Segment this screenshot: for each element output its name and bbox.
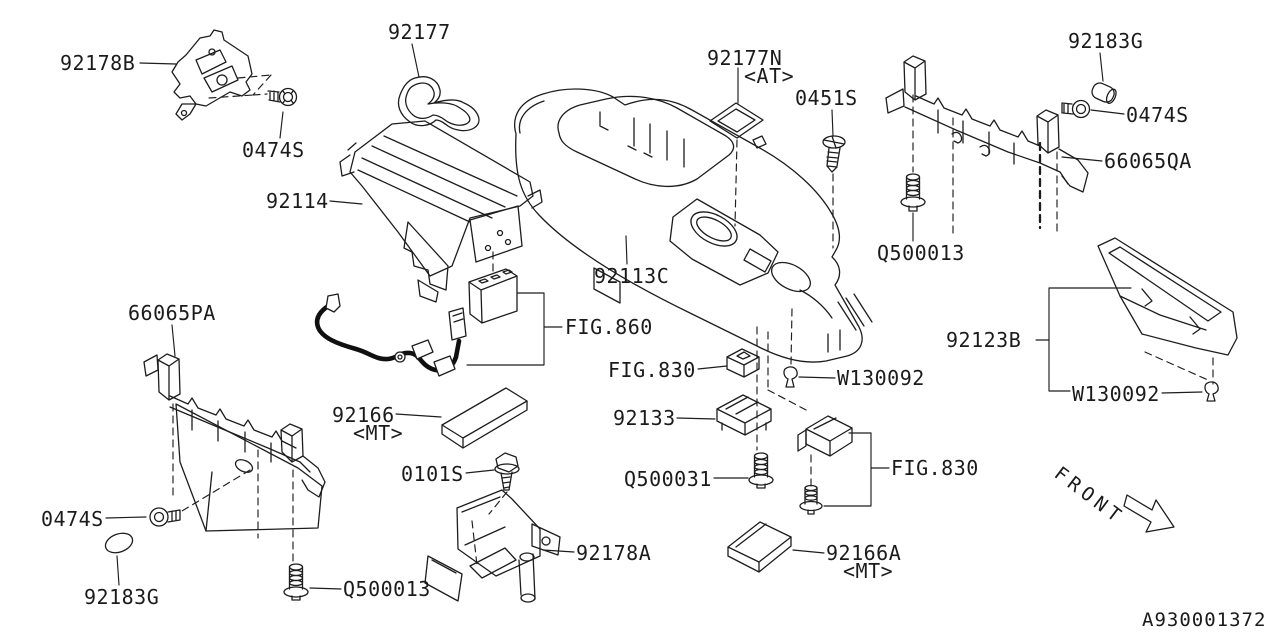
part-qualifier-92166-mt: <MT>: [353, 421, 404, 445]
fastener-label-q500013-bottom: Q500013: [343, 577, 431, 601]
console-body-92113c-drawing: [514, 88, 873, 363]
part-label-92114: 92114: [266, 189, 329, 213]
leader-lines: [105, 43, 1203, 590]
rail-66065qa-drawing: [885, 55, 1089, 193]
clip-w130092-center-drawing: [783, 366, 798, 388]
part-label-92166: 92166: [332, 403, 395, 427]
fastener-label-0474s-bottom: 0474S: [41, 507, 104, 531]
bracket-92178b-drawing: [171, 29, 253, 121]
fastener-label-0474s-right: 0474S: [1126, 103, 1189, 127]
part-label-92177: 92177: [388, 20, 451, 44]
figure-ref-fig830-lower: FIG.830: [891, 456, 979, 480]
trim-92123b-drawing: [1097, 237, 1238, 356]
part-qualifier-92177n-at: <AT>: [744, 64, 795, 88]
figure-ref-fig830-upper: FIG.830: [608, 358, 696, 382]
boot-ring-92177n-drawing: [709, 102, 764, 139]
part-label-92183g-top: 92183G: [1068, 29, 1144, 53]
part-label-92113c: 92113C: [594, 264, 670, 288]
assembly-dashed-lines: [172, 74, 1214, 566]
cap-92183g-bottom-drawing: [104, 532, 134, 554]
pad-92166-drawing: [441, 387, 528, 449]
screw-q500013-right-drawing: [900, 173, 926, 212]
clip-label-w130092-right: W130092: [1072, 382, 1160, 406]
part-label-92133: 92133: [613, 406, 676, 430]
cap-92183g-top-drawing: [1091, 82, 1117, 104]
part-label-92166a: 92166A: [826, 541, 902, 565]
diagram-doc-number: A930001372: [1142, 609, 1267, 631]
part-label-66065pa: 66065PA: [128, 301, 216, 325]
console-box-92114-drawing: [339, 120, 543, 303]
part-label-66065qa: 66065QA: [1104, 149, 1192, 173]
part-label-92178b: 92178B: [60, 51, 136, 75]
part-label-92123b: 92123B: [946, 328, 1022, 352]
front-direction-arrow: [1123, 494, 1175, 533]
bolt-0101s-drawing: [494, 452, 520, 491]
screw-0474s-bottom-drawing: [149, 507, 181, 527]
fastener-label-0101s: 0101S: [401, 462, 464, 486]
bracket-92133-drawing: [716, 394, 772, 436]
clip-label-w130092-center: W130092: [837, 366, 925, 390]
part-label-92177n: 92177N: [707, 46, 783, 70]
fastener-label-q500031: Q500031: [624, 467, 712, 491]
screw-q500031-drawing: [748, 452, 774, 489]
part-label-92178a: 92178A: [576, 541, 652, 565]
screw-0474s-right-drawing: [1061, 99, 1091, 119]
screw-q500013-bottom-drawing: [283, 563, 309, 601]
switch-fig830-lower-drawing: [797, 415, 853, 515]
screw-0451s-drawing: [822, 135, 846, 173]
figure-ref-fig860: FIG.860: [565, 315, 653, 339]
harness-fig860-drawing: [314, 268, 518, 377]
bracket-92178a-drawing: [424, 489, 561, 603]
gasket-92177-drawing: [397, 76, 480, 132]
fastener-label-q500013-right: Q500013: [877, 241, 965, 265]
clip-w130092-right-drawing: [1204, 381, 1219, 402]
pad-92166a-drawing: [727, 521, 792, 573]
screw-0474s-top-left-drawing: [267, 87, 298, 107]
part-qualifier-92166a-mt: <MT>: [843, 559, 894, 583]
fastener-label-0451s: 0451S: [795, 86, 858, 110]
fastener-label-0474s-top-left: 0474S: [242, 138, 305, 162]
part-label-92183g-bottom: 92183G: [84, 585, 160, 609]
switch-fig830-upper-drawing: [726, 348, 760, 378]
rail-66065pa-drawing: [143, 353, 326, 532]
